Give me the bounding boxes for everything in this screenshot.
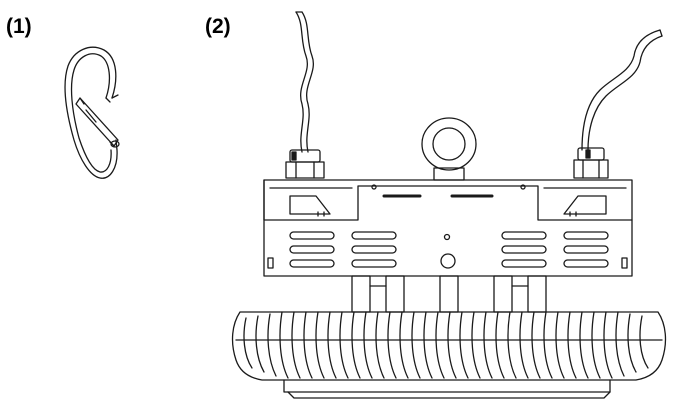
part-2-label: (2): [205, 15, 231, 38]
right-cable: [581, 29, 663, 151]
left-cable-gland: [285, 149, 325, 179]
right-cable-gland: [573, 147, 609, 179]
eye-bolt: [421, 117, 477, 181]
driver-box: [263, 179, 633, 277]
carabiner-gate: [75, 97, 119, 147]
heatsink: [231, 311, 667, 399]
carabiner-hook: [64, 46, 120, 179]
left-cable: [295, 11, 314, 153]
part-1-label: (1): [6, 15, 32, 38]
mounting-brackets: [351, 275, 547, 313]
high-bay-fixture: [231, 11, 667, 399]
vent-slots: [289, 231, 609, 268]
